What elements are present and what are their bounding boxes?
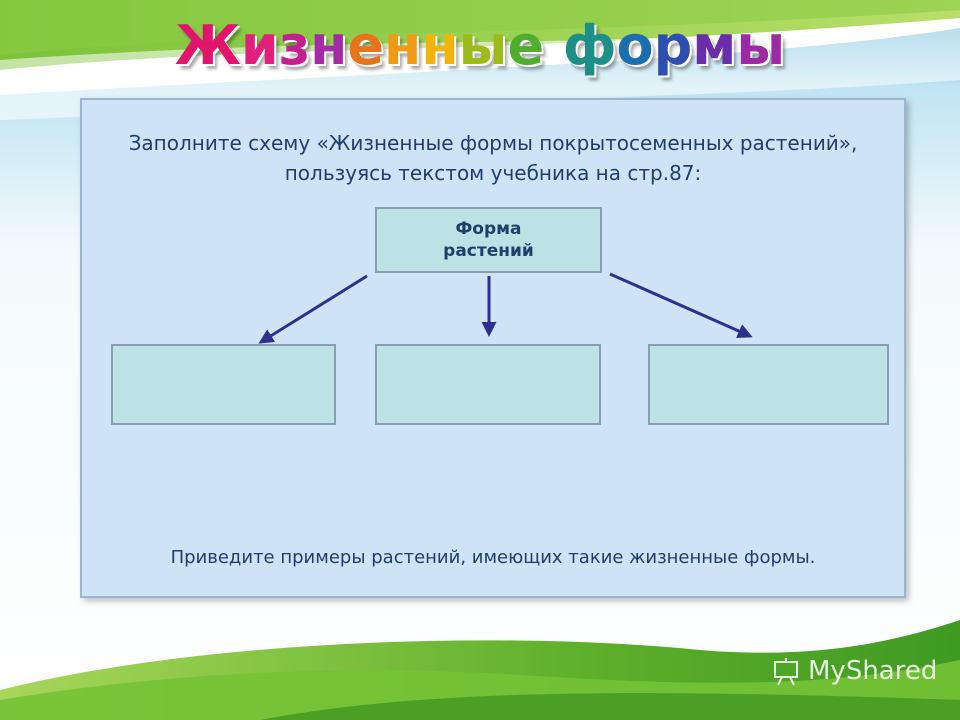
root-node-plant-form: Форма растений	[375, 207, 602, 273]
title-letter: е	[347, 14, 385, 77]
instruction-text: Заполните схему «Жизненные формы покрыто…	[128, 131, 858, 185]
child-node-3[interactable]	[648, 344, 889, 425]
title-letter: е	[507, 14, 545, 77]
title-letter: ы	[458, 14, 508, 77]
page-title: Жизненные формы	[0, 14, 960, 77]
footer-instruction: Приведите примеры растений, имеющих таки…	[170, 547, 816, 568]
root-node-label-line1: Форма	[455, 219, 522, 239]
child-node-2[interactable]	[375, 344, 601, 425]
title-letter: Ж	[174, 14, 241, 77]
title-letter: ф	[562, 14, 617, 77]
title-letter: з	[278, 14, 311, 77]
presentation-icon	[774, 658, 798, 686]
watermark: MyShared	[772, 656, 937, 686]
title-letter: н	[421, 14, 459, 77]
title-letter: м	[692, 14, 737, 77]
title-letter: и	[240, 14, 279, 77]
root-node-label-line2: растений	[443, 241, 534, 261]
arrow-left	[258, 274, 368, 344]
child-node-1[interactable]	[111, 344, 336, 425]
watermark-text: MyShared	[808, 656, 938, 686]
title-letter: н	[384, 14, 422, 77]
title-letter: р	[653, 14, 693, 77]
arrow-right	[609, 272, 753, 338]
title-letter: о	[616, 14, 654, 77]
title-letter: ы	[736, 14, 786, 77]
title-letter: н	[310, 14, 348, 77]
